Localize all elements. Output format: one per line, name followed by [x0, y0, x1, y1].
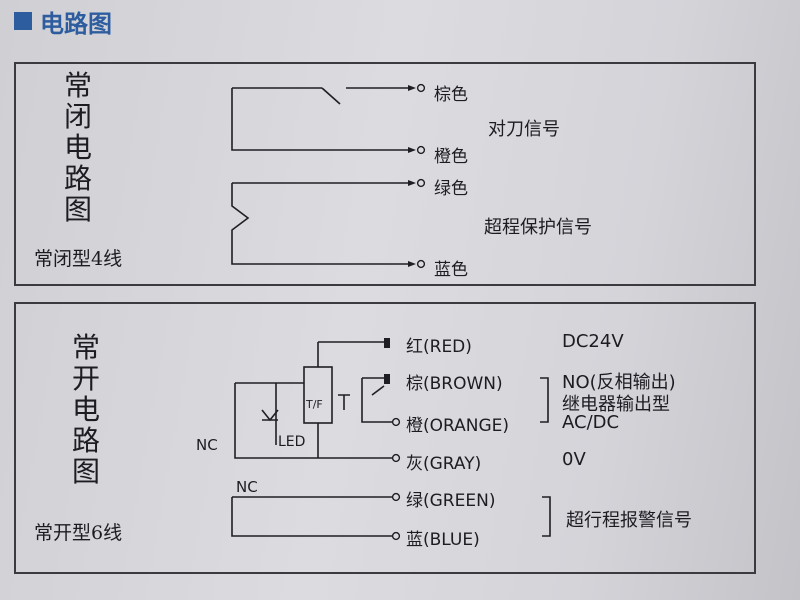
nc-vertical-title: 常 闭 电 路 图	[58, 70, 98, 225]
tf-label: T/F	[306, 398, 323, 411]
terminal-label-blue-no: 蓝(BLUE)	[406, 530, 480, 550]
section-header: 电路图	[14, 4, 112, 38]
led-icon	[261, 409, 279, 422]
zero-volt-label: 0V	[562, 449, 586, 470]
nc-circuit-panel	[14, 62, 756, 286]
terminal-label-green: 绿色	[434, 179, 468, 199]
terminal-label-red: 红(RED)	[406, 337, 472, 357]
no-vertical-title: 常 开 电 路 图	[66, 332, 106, 487]
header-title: 电路图	[40, 9, 112, 38]
nc-switch-contact	[321, 87, 341, 105]
terminal-label-brown: 棕色	[434, 85, 468, 105]
alarm-bracket	[542, 496, 551, 537]
nc-subtitle: 常闭型4线	[34, 248, 123, 270]
no-title-char: 常	[71, 331, 100, 364]
signal-label-overtravel: 超程保护信号	[484, 217, 592, 238]
terminal-label-gray: 灰(GRAY)	[406, 454, 482, 474]
nc-label-bottom: NC	[236, 478, 258, 496]
terminal-label-green-no: 绿(GREEN)	[406, 491, 496, 511]
no-title-char: 开	[71, 362, 100, 395]
no-wire-gray	[234, 383, 392, 459]
acdc-label: AC/DC	[562, 412, 620, 433]
header-square-icon	[14, 12, 32, 30]
nc-wire-orange	[231, 88, 410, 151]
relay-contact	[371, 385, 385, 396]
no-output-label: NO(反相输出)	[562, 372, 676, 393]
opto-coupler	[338, 394, 350, 410]
no-circuit-panel	[14, 302, 756, 574]
terminal-label-orange-no: 橙(ORANGE)	[406, 416, 510, 436]
nc-title-char: 常	[63, 69, 92, 102]
no-title-char: 电	[71, 393, 100, 426]
supply-label: DC24V	[562, 331, 624, 352]
terminal-label-orange: 橙色	[434, 147, 468, 167]
nc-title-char: 图	[63, 193, 92, 226]
led-label: LED	[278, 434, 306, 450]
no-wire-brown-orange	[361, 377, 392, 423]
signal-label-tool-setting: 对刀信号	[488, 119, 560, 140]
relay-output-label: 继电器输出型	[562, 394, 670, 415]
output-bracket	[540, 377, 549, 423]
no-wire-blue	[231, 497, 392, 537]
no-title-char: 图	[71, 455, 100, 488]
tf-module	[303, 366, 333, 424]
no-subtitle: 常开型6线	[34, 522, 123, 544]
nc-label: NC	[196, 436, 218, 454]
terminal-label-blue: 蓝色	[434, 260, 468, 280]
terminal-label-brown-no: 棕(BROWN)	[406, 374, 503, 394]
nc-title-char: 闭	[63, 100, 92, 133]
overtravel-alarm-label: 超行程报警信号	[566, 510, 692, 531]
no-title-char: 路	[71, 424, 100, 457]
nc-title-char: 电	[63, 131, 92, 164]
nc-title-char: 路	[63, 162, 92, 195]
nc-wire-blue	[231, 183, 410, 265]
